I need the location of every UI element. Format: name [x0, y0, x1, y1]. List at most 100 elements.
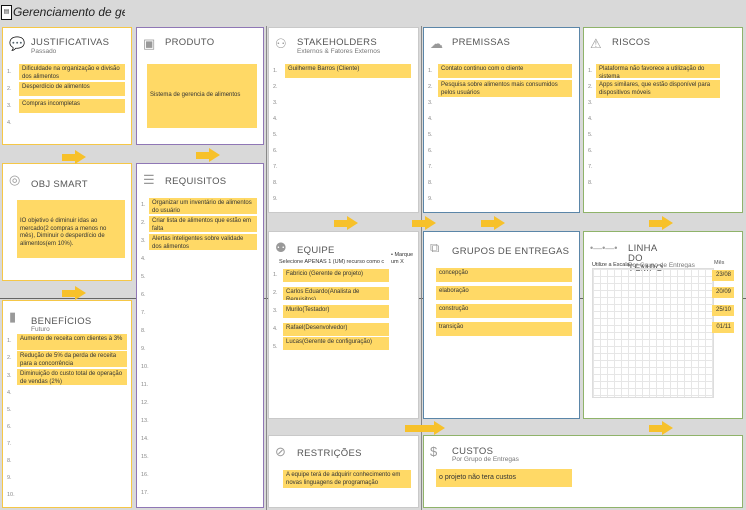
- sticky-note[interactable]: o projeto não tera custos: [436, 469, 572, 487]
- line-number: 5.: [273, 344, 278, 350]
- sticky-note[interactable]: Desperdício de alimentos: [19, 82, 125, 96]
- sticky-note[interactable]: Organizar um inventário de alimentos do …: [149, 198, 257, 214]
- line-number: 7.: [141, 310, 146, 316]
- line-number: 1.: [588, 68, 593, 74]
- flow-arrow: [62, 150, 86, 164]
- sticky-note[interactable]: construção: [436, 304, 572, 318]
- people-icon: ⚇: [275, 36, 287, 51]
- line-number: 2.: [7, 355, 12, 361]
- sticky-note[interactable]: Sistema de gerencia de alimentos: [147, 64, 257, 128]
- line-number: 10.: [7, 492, 15, 498]
- line-number: 4.: [7, 120, 12, 126]
- panel-requisitos[interactable]: ☰ REQUISITOS Organizar um inventário de …: [136, 163, 264, 508]
- date-note[interactable]: 23/08: [712, 270, 734, 281]
- flow-arrow: [649, 216, 673, 230]
- date-note[interactable]: 01/11: [712, 322, 734, 333]
- sticky-note[interactable]: Contato continuo com o cliente: [438, 64, 572, 78]
- panel-stakeholders[interactable]: ⚇ STAKEHOLDERS Externos & Fatores Extern…: [268, 27, 419, 213]
- sticky-note[interactable]: Rafael(Desenvolvedor): [283, 323, 389, 336]
- document-icon[interactable]: ▤: [1, 5, 12, 20]
- sticky-note[interactable]: IO objetivo é diminuir idas ao mercado(2…: [17, 200, 125, 258]
- panel-equipe[interactable]: ⚉ EQUIPE Selecione APENAS 1 (UM) recurso…: [268, 231, 419, 419]
- line-number: 3.: [7, 103, 12, 109]
- sticky-note[interactable]: Dificuldade na organização e divisão dos…: [19, 64, 125, 80]
- scale-hint: Utilize a Escala: [592, 262, 630, 268]
- bar-chart-icon: ▮: [9, 309, 17, 324]
- team-icon: ⚉: [275, 240, 287, 255]
- dollar-icon: $: [430, 444, 438, 459]
- line-number: 3.: [273, 100, 278, 106]
- panel-grupos-entregas[interactable]: ⧉ GRUPOS DE ENTREGAS concepção elaboraçã…: [423, 231, 580, 419]
- sticky-note[interactable]: Plataforma não favorece a utilização do …: [596, 64, 720, 78]
- panel-subtitle: Por Grupo de Entregas: [452, 456, 519, 463]
- panel-title: PRODUTO: [165, 37, 215, 48]
- sticky-note[interactable]: Criar lista de alimentos que estão em fa…: [149, 216, 257, 232]
- line-number: 2.: [141, 220, 146, 226]
- panel-subtitle: Futuro: [31, 326, 50, 333]
- panel-title: BENEFÍCIOS: [31, 316, 92, 327]
- vertical-guide-line: [266, 26, 267, 510]
- panel-restricoes[interactable]: ⊘ RESTRIÇÕES A equipe terá de adquirir c…: [268, 435, 419, 508]
- sticky-note[interactable]: Compras incompletas: [19, 99, 125, 113]
- line-number: 4.: [273, 116, 278, 122]
- line-number: 10.: [141, 364, 149, 370]
- warning-icon: ⚠: [590, 36, 602, 51]
- panel-produto[interactable]: ▣ PRODUTO Sistema de gerencia de aliment…: [136, 27, 264, 145]
- line-number: 9.: [7, 475, 12, 481]
- line-number: 3.: [7, 373, 12, 379]
- line-number: 8.: [428, 180, 433, 186]
- sticky-note[interactable]: concepção: [436, 268, 572, 282]
- panel-title: JUSTIFICATIVAS: [31, 37, 110, 48]
- panel-subtitle: Passado: [31, 48, 57, 55]
- line-number: 9.: [428, 196, 433, 202]
- panel-linha-tempo[interactable]: •—•—• LINHA DO TEMPO Por Grupo de Entreg…: [583, 231, 743, 419]
- line-number: 8.: [273, 180, 278, 186]
- line-number: 5.: [141, 274, 146, 280]
- panel-subtitle: Por Grupo de Entregas: [628, 262, 695, 269]
- line-number: 9.: [273, 196, 278, 202]
- line-number: 5.: [273, 132, 278, 138]
- line-number: 4.: [141, 256, 146, 262]
- sticky-note[interactable]: Pesquisa sobre alimentos mais consumidos…: [438, 80, 572, 97]
- title-bar: ▤ Gerenciamento de ge: [0, 0, 746, 26]
- panel-objsmart[interactable]: ◎ OBJ SMART IO objetivo é diminuir idas …: [2, 163, 132, 281]
- line-number: 6.: [588, 148, 593, 154]
- sticky-note[interactable]: Carlos Eduardo(Analista de Requisitos): [283, 287, 389, 300]
- date-note[interactable]: 20/09: [712, 287, 734, 298]
- date-note[interactable]: 25/10: [712, 305, 734, 316]
- sticky-note[interactable]: elaboração: [436, 286, 572, 300]
- cubes-icon: ⧉: [430, 240, 440, 255]
- line-number: 1.: [273, 272, 278, 278]
- panel-title: REQUISITOS: [165, 176, 227, 187]
- panel-custos[interactable]: $ CUSTOS Por Grupo de Entregas o projeto…: [423, 435, 743, 508]
- line-number: 8.: [588, 180, 593, 186]
- sticky-note[interactable]: A equipe terá de adquirir conhecimento e…: [283, 470, 411, 488]
- line-number: 7.: [273, 164, 278, 170]
- sticky-note[interactable]: transição: [436, 322, 572, 336]
- vertical-guide-line: [421, 26, 422, 510]
- sticky-note[interactable]: Redução de 5% da perda de receita para a…: [17, 351, 127, 367]
- sticky-note[interactable]: Diminuição do custo total de operação de…: [17, 369, 127, 385]
- line-number: 17.: [141, 490, 149, 496]
- line-number: 7.: [428, 164, 433, 170]
- panel-title: CUSTOS: [452, 446, 494, 457]
- flow-arrow: [196, 148, 220, 162]
- line-number: 1.: [428, 68, 433, 74]
- panel-justificativas[interactable]: 💬 JUSTIFICATIVAS Passado Dificuldade na …: [2, 27, 132, 145]
- sticky-note[interactable]: Murilo(Testador): [283, 305, 389, 318]
- month-column-label: Mês: [714, 260, 725, 266]
- panel-riscos[interactable]: ⚠ RISCOS Plataforma não favorece a utili…: [583, 27, 743, 213]
- panel-title: EQUIPE: [297, 245, 335, 256]
- sticky-note[interactable]: Guilherme Barros (Cliente): [285, 64, 411, 78]
- panel-beneficios[interactable]: ▮ BENEFÍCIOS Futuro Aumento de receita c…: [2, 300, 132, 508]
- sticky-note[interactable]: Alertas inteligentes sobre validade dos …: [149, 234, 257, 250]
- panel-title: RESTRIÇÕES: [297, 448, 362, 459]
- sticky-note[interactable]: Fabricio (Gerente de projeto): [283, 269, 389, 282]
- box-icon: ▣: [143, 36, 156, 51]
- sticky-note[interactable]: Apps similares, que estão disponível par…: [596, 80, 720, 98]
- sticky-note[interactable]: Aumento de receita com clientes à 3%: [17, 334, 127, 350]
- panel-premissas[interactable]: ☁ PREMISSAS Contato continuo com o clien…: [423, 27, 580, 213]
- panel-title: GRUPOS DE ENTREGAS: [452, 246, 570, 257]
- panel-title: PREMISSAS: [452, 37, 511, 48]
- sticky-note[interactable]: Lucas(Gerente de configuração): [283, 337, 389, 350]
